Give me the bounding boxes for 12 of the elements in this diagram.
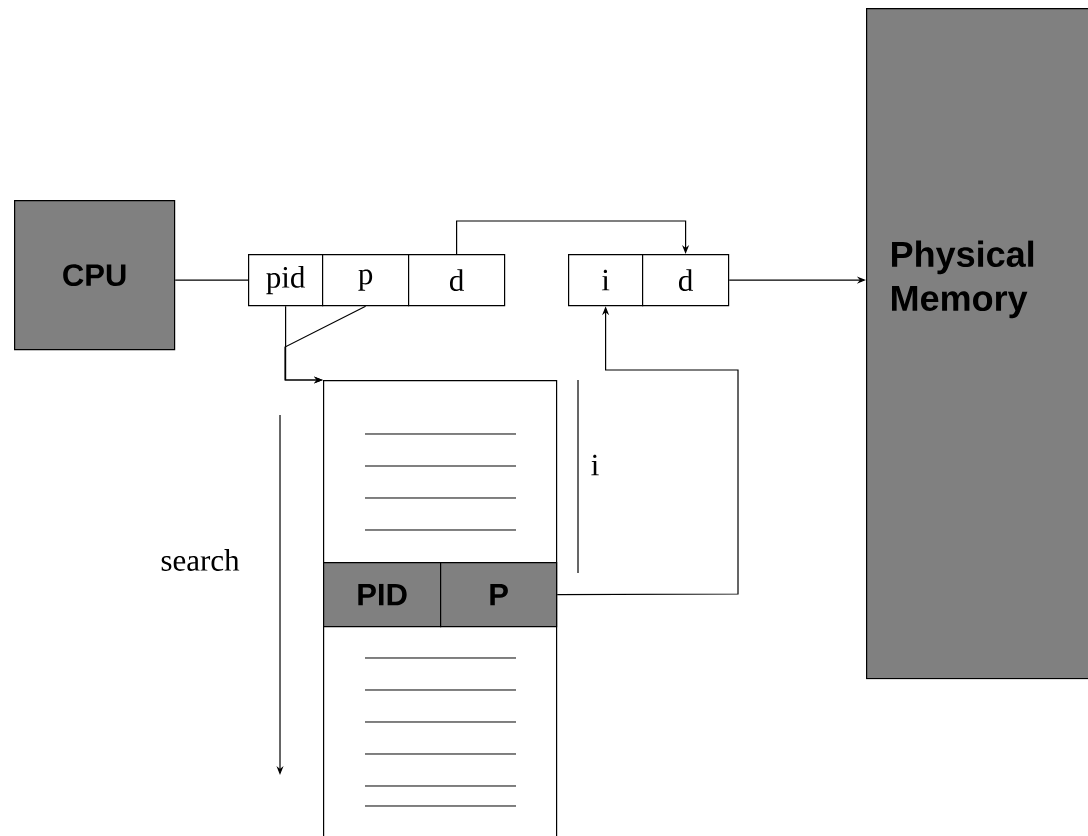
address-field: d — [408, 254, 506, 307]
address-field: d — [642, 254, 730, 307]
address-field: pid — [248, 254, 324, 307]
memory-block: Physical Memory — [866, 8, 1088, 680]
arrow — [456, 220, 690, 255]
address-field: p — [322, 254, 410, 307]
table-entry: P — [440, 562, 558, 628]
process-box: CPU — [14, 200, 176, 351]
address-field: i — [568, 254, 644, 307]
table-entry: PID — [323, 562, 442, 628]
index-label: i — [591, 454, 599, 476]
search-label: search — [161, 549, 240, 571]
